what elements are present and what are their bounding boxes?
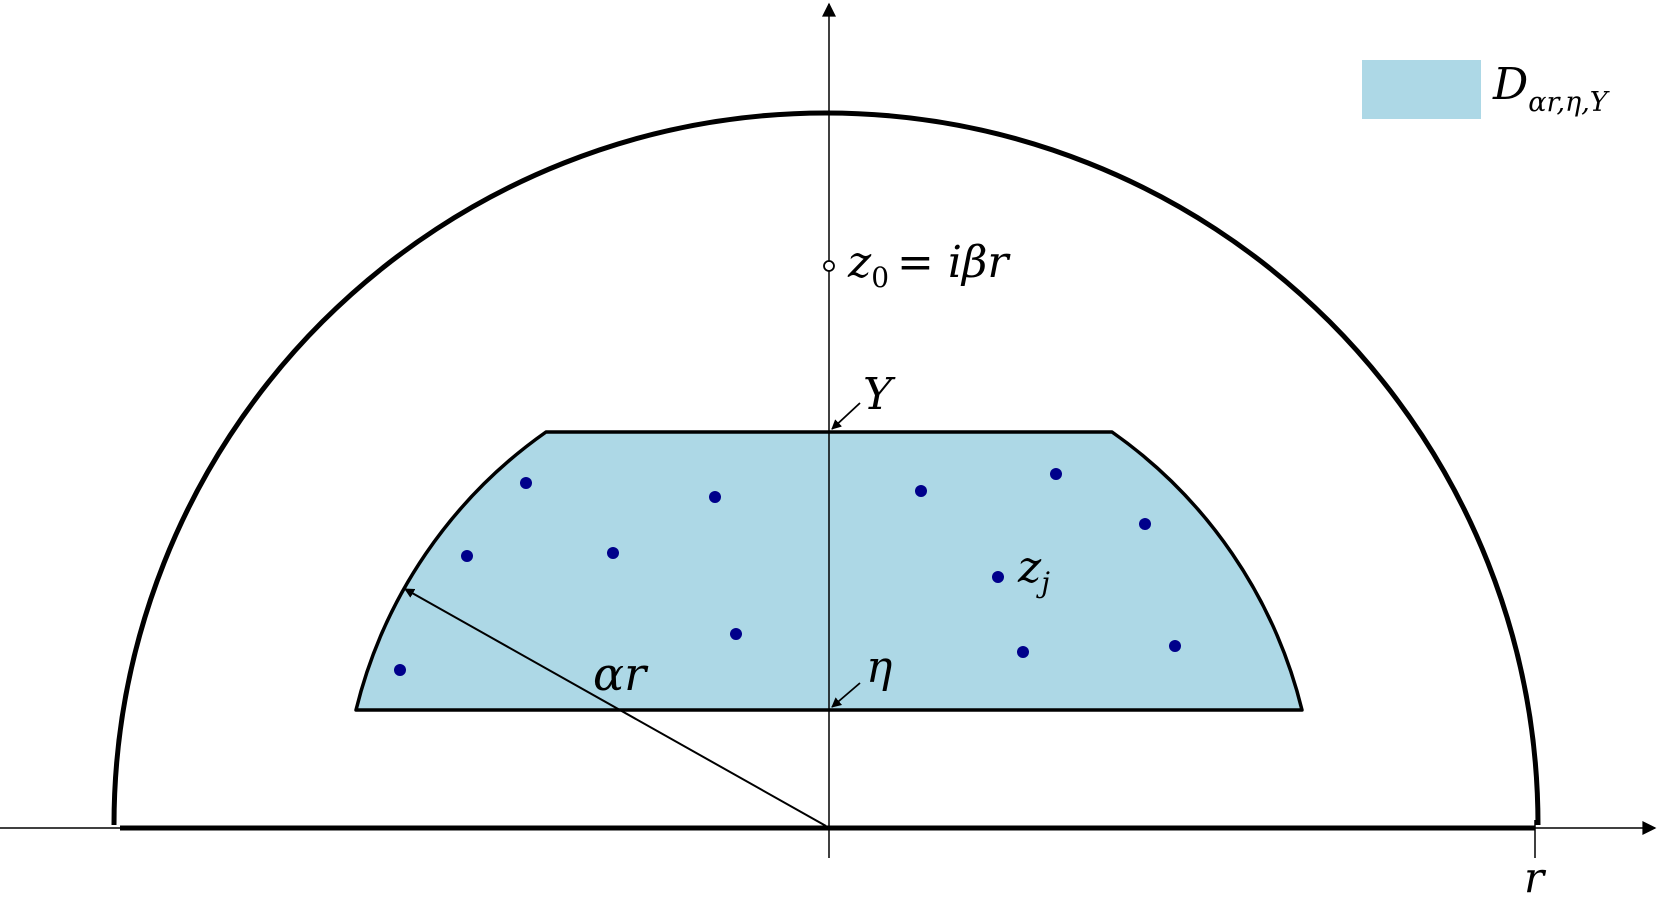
r-tick-label: r — [1524, 853, 1547, 897]
sample-point — [1139, 518, 1151, 530]
sample-point — [730, 628, 742, 640]
sample-point — [607, 547, 619, 559]
zj-label: zj — [1017, 542, 1050, 599]
legend-label: Dαr,η,Y — [1492, 59, 1610, 118]
sample-point — [520, 477, 532, 489]
sample-points — [394, 468, 1181, 676]
sample-point — [394, 664, 406, 676]
sample-point — [992, 571, 1004, 583]
sample-point — [915, 485, 927, 497]
Y-pointer-arrow — [831, 402, 861, 430]
sample-point — [1017, 646, 1029, 658]
z0-point — [823, 260, 835, 272]
legend-swatch — [1362, 60, 1481, 119]
alpha-r-label: αr — [593, 647, 649, 701]
sample-point — [461, 550, 473, 562]
eta-pointer-arrow — [831, 682, 861, 708]
sample-point — [1050, 468, 1062, 480]
sample-point — [1169, 640, 1181, 652]
eta-label: η — [866, 642, 892, 693]
sample-point — [709, 491, 721, 503]
radius-arrow — [404, 588, 827, 827]
outer-semicircle — [111, 110, 1541, 826]
z0-label: z0= iβr — [847, 237, 1011, 294]
Y-label: Y — [863, 369, 896, 420]
